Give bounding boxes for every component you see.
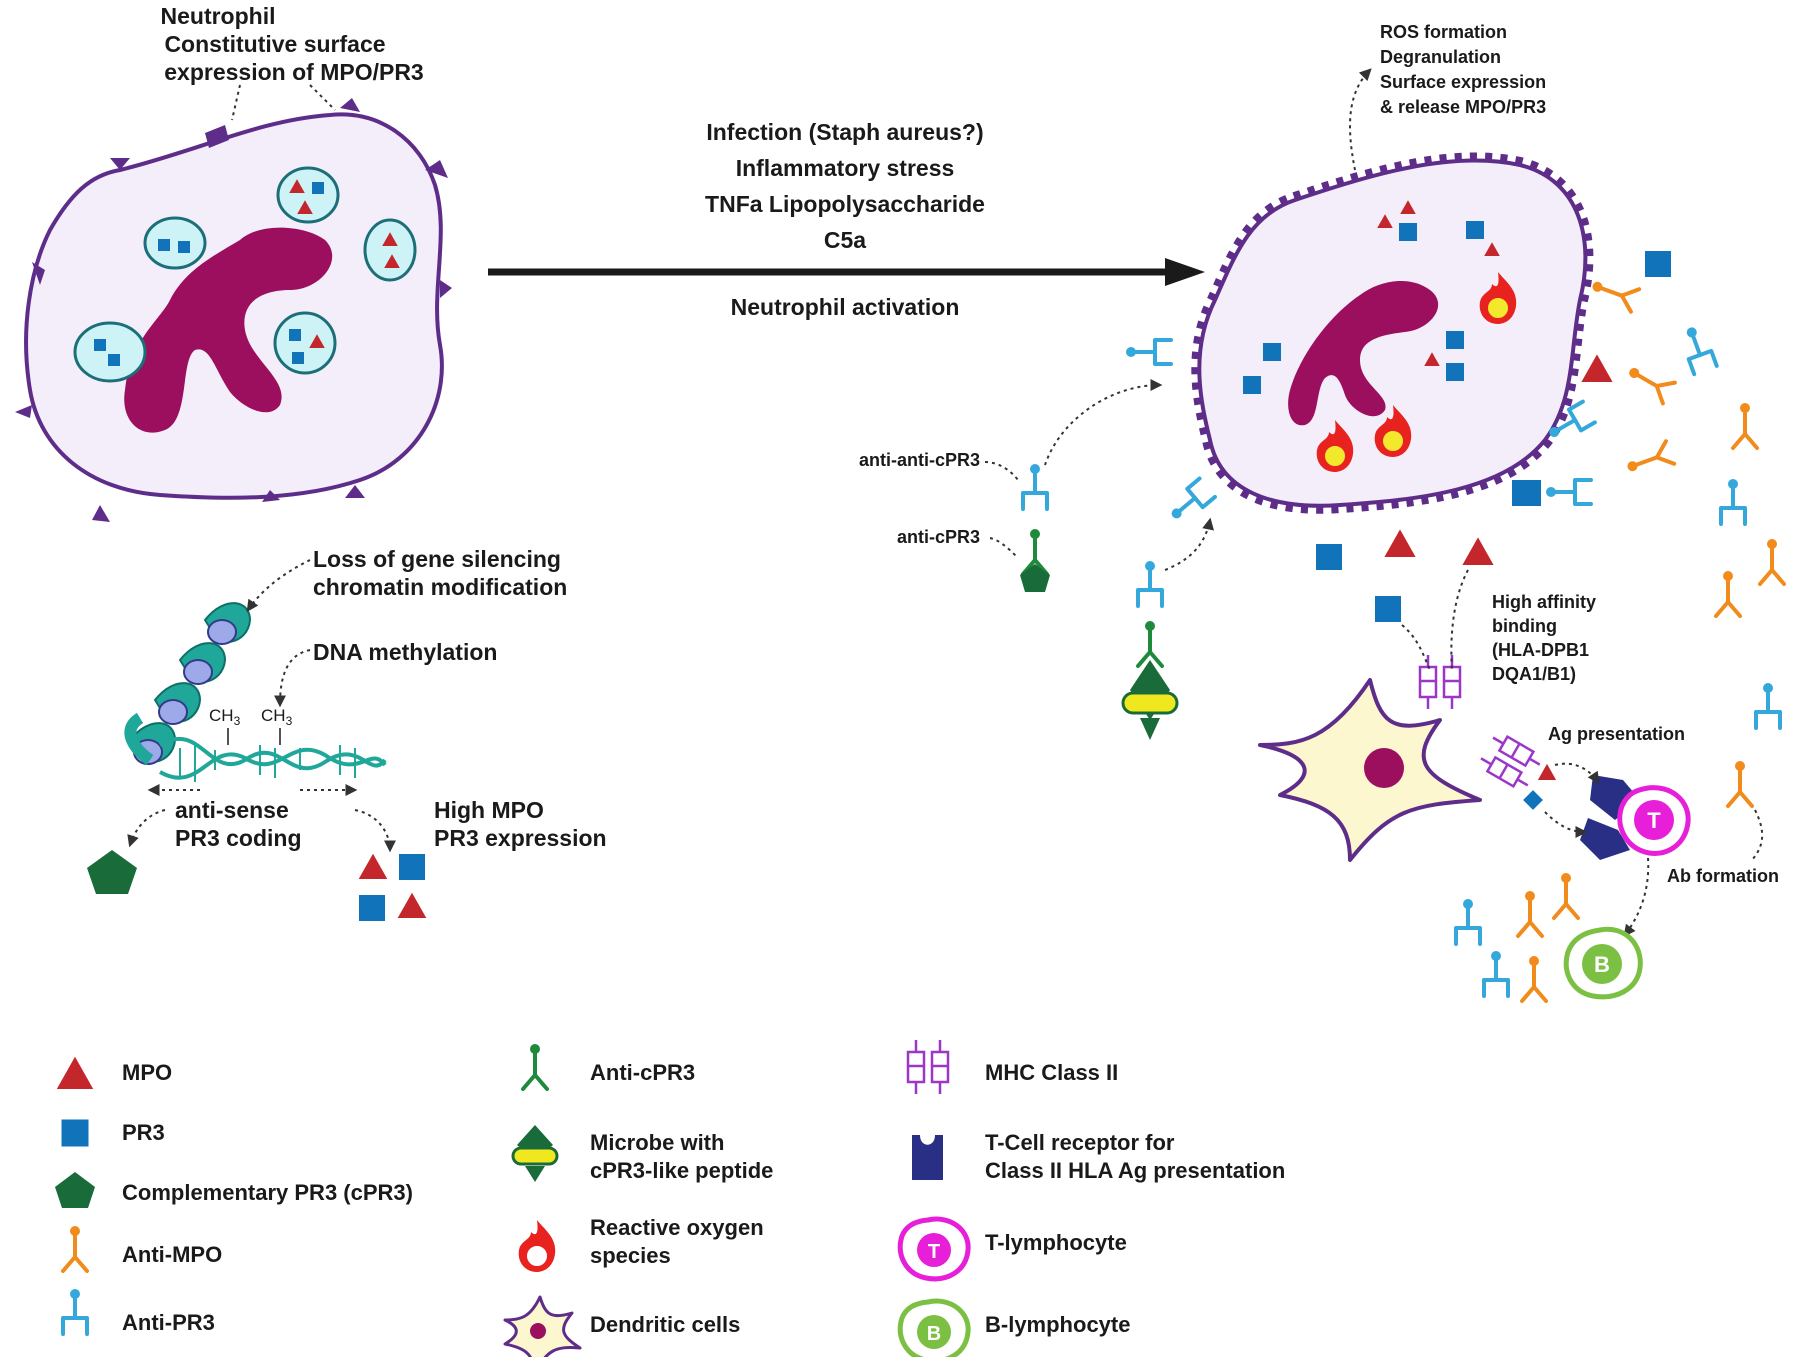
ch3-text: CH [261, 706, 286, 725]
high-expression-label-1: High MPO [434, 797, 544, 823]
legend-cpr3: Complementary PR3 (cPR3) [122, 1180, 413, 1205]
t-lymphocyte: T [1617, 785, 1691, 856]
mhc-class-ii [1418, 653, 1462, 711]
resting-neutrophil [15, 84, 452, 522]
mhc-legend-icon [906, 1038, 950, 1096]
cpr3-icon [55, 1172, 95, 1208]
high-affinity-label-2: binding [1492, 616, 1557, 636]
high-affinity-label-4: DQA1/B1) [1492, 664, 1576, 684]
granule [363, 218, 417, 282]
chromatin-dna [124, 602, 387, 796]
cpr3-pentagon [87, 850, 137, 894]
high-expression-antigens [358, 853, 427, 921]
legend: MPO PR3 Complementary PR3 (cPR3) Anti-MP… [55, 1038, 1285, 1357]
anti-sense-label-1: anti-sense [175, 797, 289, 823]
b-letter: B [1594, 952, 1610, 977]
legend-microbe-2: cPR3-like peptide [590, 1158, 773, 1183]
mpo-icon [56, 1056, 94, 1089]
legend-ros-1: Reactive oxygen [590, 1215, 764, 1240]
t-letter: T [928, 1241, 940, 1263]
legend-mhc: MHC Class II [985, 1060, 1118, 1085]
surface-receptors [15, 98, 452, 522]
idiotype-network [984, 338, 1217, 740]
microbe-icon [1121, 660, 1179, 740]
high-expression-label-2: PR3 expression [434, 825, 607, 851]
t-letter: T [1647, 808, 1661, 833]
tcr-legend-icon [912, 1135, 943, 1180]
anti-cpr3-label: anti-cPR3 [897, 527, 980, 547]
ch3-label-1: CH3 [209, 706, 241, 728]
legend-tcr-2: Class II HLA Ag presentation [985, 1158, 1285, 1183]
effect-surface-expression: Surface expression [1380, 72, 1546, 92]
b-letter: B [927, 1323, 941, 1345]
ch3-subscript: 3 [286, 714, 293, 728]
granule [143, 216, 207, 270]
legend-microbe-1: Microbe with [590, 1130, 724, 1155]
t-lymphocyte-legend-icon: T [897, 1216, 971, 1282]
trigger-tnfa-lps: TNFa Lipopolysaccharide [705, 191, 985, 217]
anti-anti-cpr3-label: anti-anti-cPR3 [859, 450, 980, 470]
b-lymphocyte: B [1563, 926, 1643, 1000]
dendritic-cell [1258, 678, 1482, 862]
nucleus [1288, 280, 1439, 426]
gene-silencing-label-1: Loss of gene silencing [313, 546, 561, 572]
anti-cpr3-icon [521, 1042, 549, 1091]
neutrophil-label-1: Neutrophil [161, 3, 276, 29]
dna-methylation-label: DNA methylation [313, 639, 497, 665]
bound-anti-pr3 [1515, 478, 1593, 506]
legend-mpo: MPO [122, 1060, 172, 1085]
b-lymphocyte-legend-icon: B [897, 1298, 971, 1357]
effect-release: & release MPO/PR3 [1380, 97, 1546, 117]
ch3-text: CH [209, 706, 234, 725]
trigger-infection: Infection (Staph aureus?) [706, 119, 983, 145]
trigger-stress: Inflammatory stress [736, 155, 955, 181]
neutrophil-label-2: Constitutive surface [164, 31, 385, 57]
ros-legend-icon [518, 1220, 556, 1272]
dendritic-legend-icon [503, 1295, 582, 1357]
high-affinity-label-1: High affinity [1492, 592, 1596, 612]
activation-arrow [488, 258, 1205, 286]
ag-presentation-label: Ag presentation [1548, 724, 1685, 744]
trigger-c5a: C5a [824, 227, 866, 253]
legend-b-lymphocyte: B-lymphocyte [985, 1312, 1130, 1337]
nucleus [124, 227, 333, 433]
pr3-icon [61, 1119, 89, 1147]
legend-anti-cpr3: Anti-cPR3 [590, 1060, 695, 1085]
neutrophil-label-3: expression of MPO/PR3 [164, 59, 423, 85]
anti-mpo-icon [61, 1224, 89, 1273]
gene-silencing-label-2: chromatin modification [313, 574, 567, 600]
granule [273, 311, 337, 375]
high-affinity-label-3: (HLA-DPB1 [1492, 640, 1589, 660]
ab-formation-label: Ab formation [1667, 866, 1779, 886]
activation-label: Neutrophil activation [731, 294, 960, 320]
cpr3-pentagon [1020, 564, 1050, 592]
granule [276, 166, 340, 224]
anti-pr3-icon [61, 1287, 89, 1336]
microbe-legend-icon [511, 1125, 559, 1182]
legend-anti-mpo: Anti-MPO [122, 1242, 222, 1267]
granule [73, 321, 147, 383]
effect-ros: ROS formation [1380, 22, 1507, 42]
legend-dendritic: Dendritic cells [590, 1312, 740, 1337]
ch3-label-2: CH3 [261, 706, 293, 728]
legend-t-lymphocyte: T-lymphocyte [985, 1230, 1127, 1255]
legend-anti-pr3: Anti-PR3 [122, 1310, 215, 1335]
anti-sense-label-2: PR3 coding [175, 825, 302, 851]
effect-degranulation: Degranulation [1380, 47, 1501, 67]
ch3-subscript: 3 [234, 714, 241, 728]
legend-tcr-1: T-Cell receptor for [985, 1130, 1175, 1155]
activated-neutrophil [1191, 152, 1594, 514]
mhc-class-ii [1475, 729, 1546, 794]
legend-ros-2: species [590, 1243, 671, 1268]
legend-pr3: PR3 [122, 1120, 165, 1145]
